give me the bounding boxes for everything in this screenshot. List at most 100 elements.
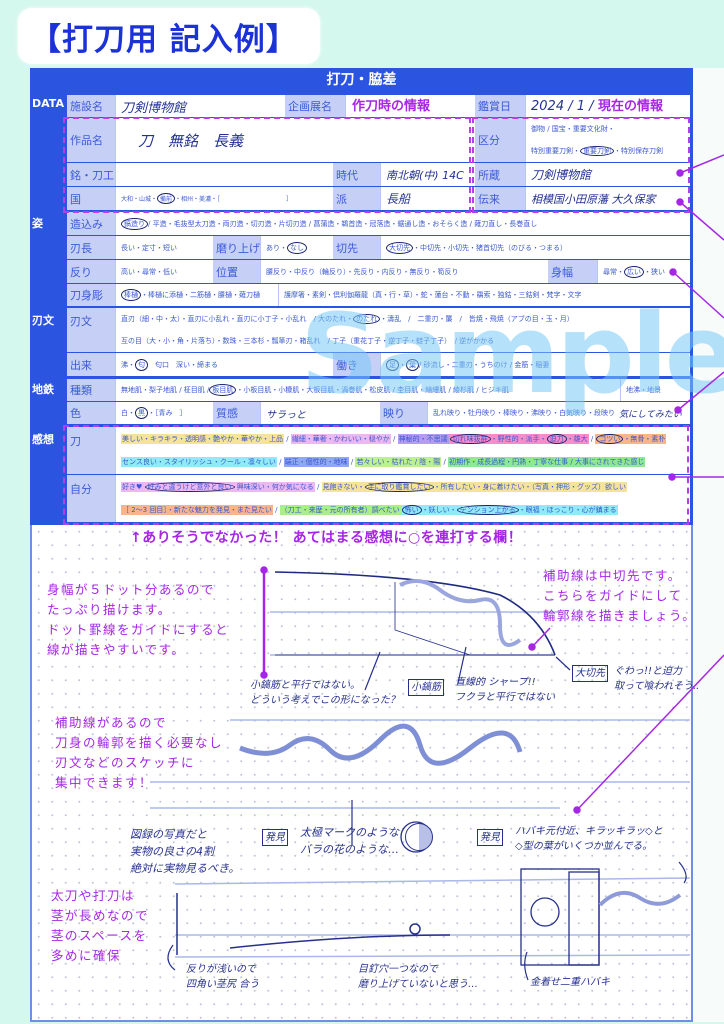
label-utsuri: 映り — [380, 402, 427, 424]
circled-option[interactable]: 葉 — [406, 358, 419, 371]
option-text: / — [441, 458, 449, 467]
option-text: 互の目（大・小・角・片落ち）・数珠・三本杉・瓢箪刃・箱乱れ / 丁子（重花丁子・… — [121, 337, 495, 345]
option-text: 直刃（細・中・太）・直刃に小乱れ・直刃に小丁子・小乱れ / 大のたれ・ — [121, 315, 354, 323]
hacho-options: 長い・定寸・短い — [115, 236, 213, 259]
utsuri-options: 乱れ映り・牡丹映り・棒映り・沸映り・白気映り・段映り気にしてみたい — [427, 402, 690, 424]
row-facility: 施設名 刀剣博物館 企画展名 鑑賞日 2024 / 1 / — [67, 95, 690, 117]
circled-option[interactable]: のたれ — [353, 314, 381, 324]
circled-option[interactable]: 広い — [624, 265, 644, 278]
note-line: 四角い茎尻 合う — [186, 979, 260, 990]
circled-option[interactable]: 切れ味抜群 — [449, 433, 491, 444]
circled-option[interactable]: 足 — [386, 358, 399, 371]
hw-habaki-note: ハバキ元付近、キラッキラッ◇と◇型の葉がいくつか並んでる。 — [515, 824, 663, 854]
highlight-group: 好き♥ 好みと違うけど意外と良い 興味深い・何か気になる — [121, 481, 315, 492]
circled-option[interactable]: テンション上がる — [456, 505, 519, 516]
highlight-group: ［ 2〜3 回目］・新たな魅力を発見・また見たい — [121, 505, 273, 516]
option-text: ・相州・美濃・［ ］ — [175, 196, 293, 203]
hw-koshinogi-question: 小鎬筋と平行ではない。どういう考えでこの形になった？ — [250, 678, 400, 708]
hw-koshinogi-label: 小鎬筋 — [408, 679, 444, 696]
texture-field[interactable]: サラっと — [260, 402, 380, 424]
hw-taikyoku-note: 太極マークのようなバラの花のような… — [300, 824, 399, 858]
hw-okissaki-note: ぐわっ!!と迫力取って喰われそう.. — [614, 664, 699, 694]
option-text: 地沸・地景 — [626, 386, 661, 394]
option-text: ・棒樋に添樋・二筋樋・腰樋・薙刀樋 — [141, 291, 260, 299]
note-line: 輪郭線を描きましょう。 — [543, 608, 697, 623]
label-era: 時代 — [333, 163, 380, 186]
highlight-group: センス良い・スタイリッシュ・クール・凛々しい — [121, 457, 277, 468]
note-line: こちらをガイドにして — [543, 588, 683, 603]
horimono-options-2: 護摩箸・素剣・倶利伽羅龍（真・行・草）・蛇・蓮台・不動・羂索・独鈷・三鈷剣・梵字… — [278, 284, 690, 306]
mihaba-options: 尋常・広い・狭い — [597, 260, 690, 283]
circled-option[interactable]: 大切先 — [386, 241, 413, 254]
label-hataraki: 働き — [333, 353, 380, 376]
note-line: 反りが浅いので — [186, 964, 256, 975]
row-province: 国 大和・山城・備前・相州・美濃・［ ］ 派 長船 伝来 相模国小田原藩 大久保… — [67, 187, 690, 210]
circled-option[interactable]: 棒樋 — [121, 289, 141, 301]
era-field[interactable]: 南北朝(中) 14C — [380, 163, 475, 186]
guide-lines — [150, 611, 691, 958]
option-text: 繊細・華奢・かわいい・穏やか — [291, 434, 390, 443]
saku-info-box — [63, 117, 471, 213]
option-text: / 平造・毛抜型太刀造・両刃造・切刃造・片切刃造 / 菖蒲造・鵜首造・冠落造・鋸… — [148, 219, 538, 228]
katana-impression-options: 美しい・キラキラ・透明感・艶やか・華やか・上品 / 繊細・華奢・かわいい・穏やか… — [115, 427, 690, 474]
label-texture: 質感 — [213, 402, 260, 424]
circled-option[interactable]: 怖い — [401, 505, 422, 516]
impressions-banner: ↑ありそうでなかった！ あてはまる感想に○を連打する欄！ — [130, 530, 523, 546]
provenance-field[interactable]: 相模国小田原藩 大久保家 — [525, 187, 690, 210]
note-nakago: 太刀や打刀は茎が長めなので茎のスペースを多めに確保 — [51, 886, 149, 966]
date-field[interactable]: 2024 / 1 / — [525, 95, 690, 117]
circled-option[interactable]: 備前 — [157, 193, 176, 204]
note-line: 太極マークのような — [300, 826, 399, 839]
circled-option[interactable]: 迫力 — [546, 433, 567, 444]
label-deki: 出来 — [67, 353, 115, 376]
row-deki: 出来 沸・匂 匂口 深い・締まる 働き 足・葉 / 砂流し・二重刃・うちのけ /… — [67, 353, 690, 376]
option-text: 長い・定寸・短い — [121, 243, 177, 252]
highlight-group: 繊細・華奢・かわいい・穏やか — [290, 433, 391, 444]
label-hacho: 刃長 — [67, 236, 115, 259]
circled-option[interactable]: なし — [287, 241, 307, 254]
self-impression-options: 好き♥ 好みと違うけど意外と良い 興味深い・何か気になる / 見飽きない・手に取… — [115, 475, 690, 522]
label-hamon: 刃文 — [67, 308, 115, 352]
note-line: 刀身の輪郭を描く必要なし — [55, 735, 224, 750]
row-katana-impressions: 刀 美しい・キラキラ・透明感・艶やか・華やか・上品 / 繊細・華奢・かわいい・穏… — [67, 427, 690, 474]
note-line: 直線的 シャープ!! — [455, 677, 536, 688]
circled-option[interactable]: 板目肌 — [209, 384, 237, 396]
hamon-detail-sketch — [239, 723, 523, 766]
note-line: 刃文などのスケッチに — [55, 755, 196, 770]
highlight-group: 若々しい・枯れた / 陰・陽 — [355, 457, 442, 468]
smith-field[interactable] — [115, 163, 333, 186]
option-text: ・狭い — [644, 267, 665, 276]
label-smith: 銘・刀工 — [67, 163, 115, 186]
work-field[interactable]: 刀 無銘 長義 — [115, 118, 475, 162]
hw-discovery-badge-2: 発見 — [477, 829, 503, 846]
label-self: 自分 — [67, 475, 115, 522]
option-text: ・無骨・素朴 — [623, 434, 666, 443]
sheet-header: 打刀・脇差 — [326, 72, 397, 88]
kissaki-options: 大切先・中切先・小切先・猪首切先（のびる・つまる） — [380, 236, 690, 259]
circled-option[interactable]: ゴツい — [596, 433, 624, 444]
kind-options: 無地肌・梨子地肌 / 柾目肌 / 板目肌・小板目肌・小糠肌・大板目肌・渦巻肌・松… — [115, 379, 620, 401]
row-horimono: 刀身彫 棒樋・棒樋に添樋・二筋樋・腰樋・薙刀樋 護摩箸・素剣・倶利伽羅龍（真・行… — [67, 284, 690, 306]
circled-option[interactable]: 黒 — [135, 407, 148, 419]
circled-option[interactable]: 鎬造り — [121, 217, 148, 230]
label-school: 派 — [333, 187, 380, 210]
highlight-group: 初期作・成長過程・円熟・丁寧な仕事 / 大事にされてきた感じ — [448, 457, 646, 468]
section-jigane: 地鉄 — [32, 383, 54, 396]
circled-option[interactable]: 重要刀剣 — [580, 146, 614, 156]
suriage-options: あり・なし — [260, 236, 333, 259]
highlight-group: 美しい・キラキラ・透明感・艶やか・華やか・上品 — [121, 433, 284, 444]
collection-field[interactable]: 刀剣博物館 — [525, 163, 690, 186]
highlight-group: 端正・個性的・地味 — [283, 457, 349, 468]
note-mihaba: 身幅が５ドット分あるのでたっぷり描けます。ドット罫線をガイドにすると線が描きやす… — [47, 580, 229, 660]
circled-option[interactable]: 匂 — [135, 358, 148, 371]
note-line: 補助線があるので — [55, 715, 168, 730]
facility-field[interactable]: 刀剣博物館 — [115, 95, 285, 117]
school-field[interactable]: 長船 — [380, 187, 475, 210]
option-text: ・野性的・派手・ — [490, 434, 547, 443]
section-data: DATA — [32, 97, 64, 110]
option-text: / — [276, 458, 284, 467]
yin-yang-icon — [405, 823, 433, 851]
circled-option[interactable]: 好みと違うけど意外と良い — [144, 481, 235, 492]
circled-option[interactable]: 手に取り鑑賞したい — [364, 481, 434, 492]
current-info-box — [472, 117, 690, 213]
